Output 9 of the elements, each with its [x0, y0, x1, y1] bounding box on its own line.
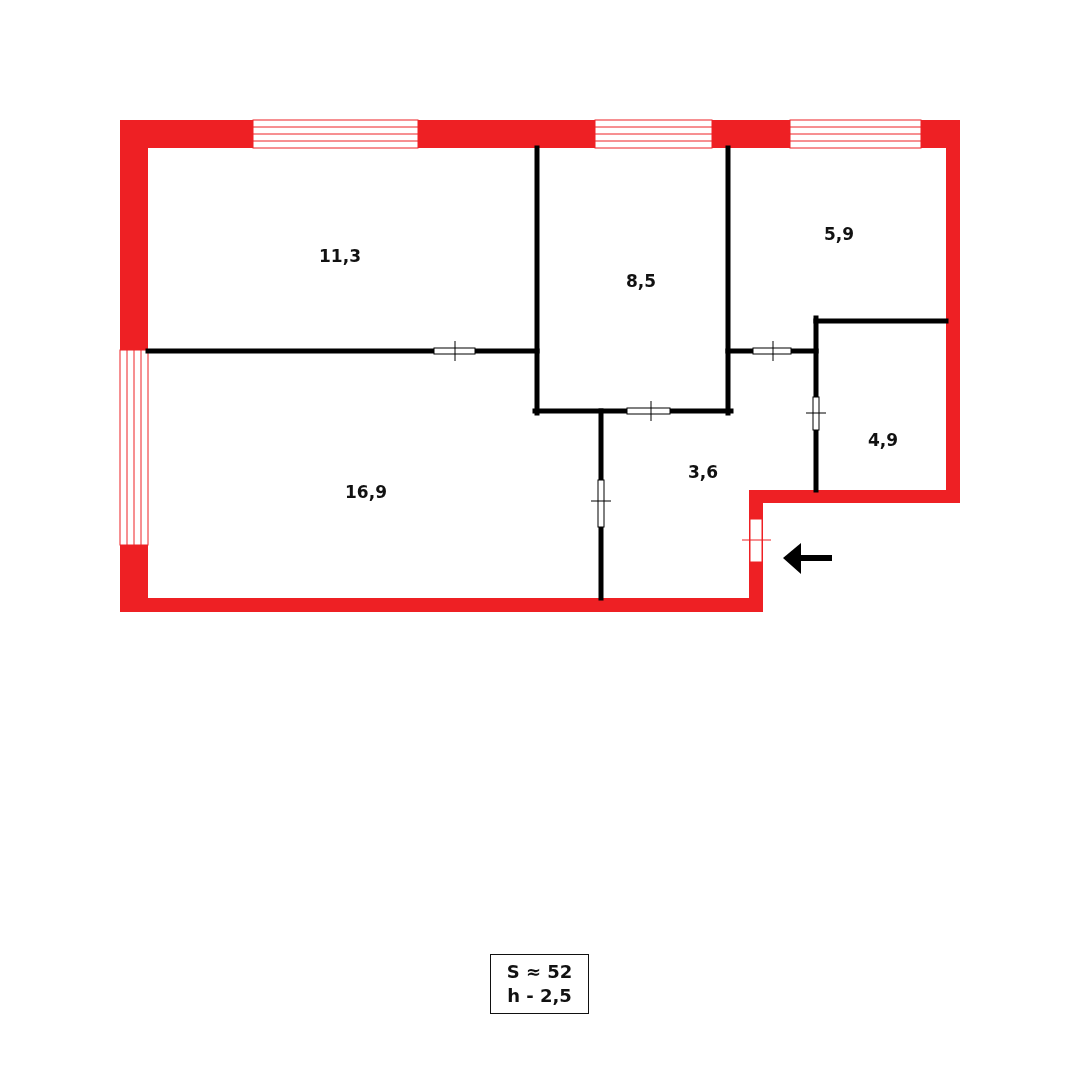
room-area-label: 4,9: [867, 430, 899, 450]
info-box: [490, 954, 589, 1014]
info-text: S ≈ 52: [506, 960, 573, 984]
room-area-label: 5,9: [823, 224, 855, 244]
room-area-label: 8,5: [625, 271, 657, 291]
room-area-label: 11,3: [319, 246, 361, 266]
room-area-label: 16,9: [345, 482, 387, 502]
info-text: h - 2,5: [507, 984, 572, 1008]
room-area-label: 3,6: [687, 462, 719, 482]
